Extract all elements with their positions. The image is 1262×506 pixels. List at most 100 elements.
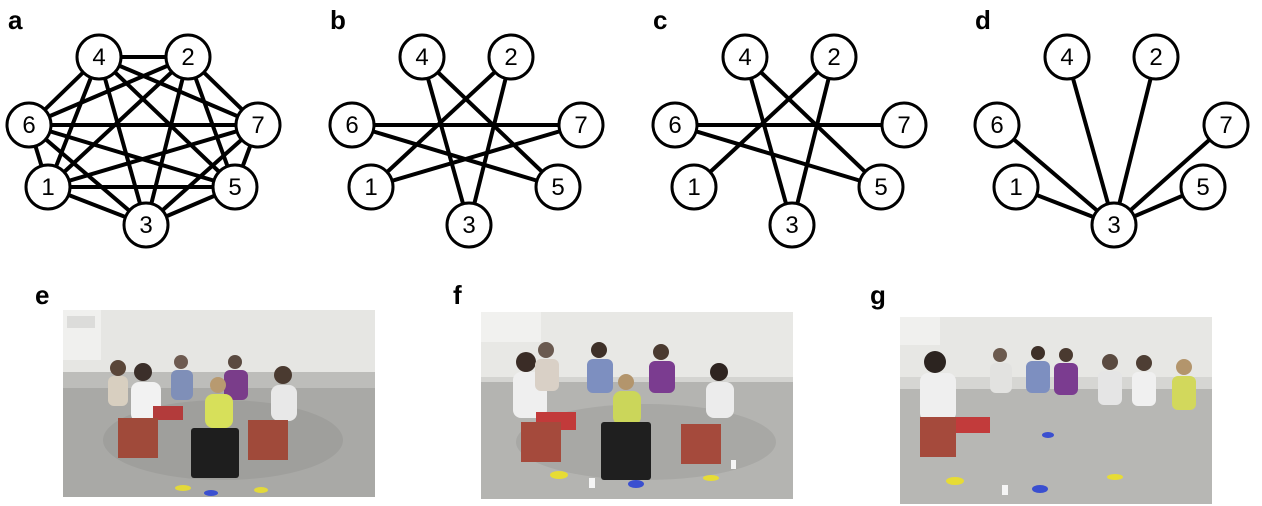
photo-e — [63, 310, 375, 497]
node-label: 4 — [1060, 44, 1073, 71]
node-7: 7 — [234, 101, 282, 149]
node-circle — [234, 101, 282, 149]
edge-1-7 — [370, 123, 582, 189]
node-circle — [992, 163, 1040, 211]
node-label: 1 — [1009, 174, 1022, 201]
node-circle — [1132, 33, 1180, 81]
node-label: 5 — [874, 174, 887, 201]
node-label: 2 — [1149, 44, 1162, 71]
node-circle — [880, 101, 928, 149]
node-2: 2 — [1132, 33, 1180, 81]
panel-label-b: b — [330, 5, 346, 35]
node-label: 6 — [345, 112, 358, 139]
node-3: 3 — [1090, 201, 1138, 249]
node-circle — [670, 163, 718, 211]
node-label: 3 — [785, 212, 798, 239]
node-circle — [721, 33, 769, 81]
photo-f — [481, 312, 793, 499]
edge-6-5 — [674, 123, 882, 189]
node-4: 4 — [398, 33, 446, 81]
node-circle — [5, 101, 53, 149]
node-label: 2 — [504, 44, 517, 71]
node-label: 3 — [462, 212, 475, 239]
node-label: 5 — [1196, 174, 1209, 201]
network-d: 1 2 3 4 5 6 7 — [973, 33, 1250, 249]
node-label: 6 — [22, 112, 35, 139]
node-circle — [398, 33, 446, 81]
node-label: 5 — [228, 174, 241, 201]
edge-4-7 — [98, 55, 259, 127]
node-label: 3 — [139, 212, 152, 239]
panel-label-a: a — [8, 5, 23, 35]
node-label: 5 — [551, 174, 564, 201]
edge-4-5 — [420, 55, 560, 189]
node-circle — [857, 163, 905, 211]
node-7: 7 — [1202, 101, 1250, 149]
node-label: 6 — [990, 112, 1003, 139]
node-4: 4 — [721, 33, 769, 81]
node-4: 4 — [75, 33, 123, 81]
node-7: 7 — [880, 101, 928, 149]
node-1: 1 — [347, 163, 395, 211]
edge-2-3 — [467, 56, 513, 226]
node-circle — [328, 101, 376, 149]
edge-2-1 — [369, 55, 513, 189]
node-label: 1 — [364, 174, 377, 201]
network-b: 1 2 3 4 5 6 7 — [328, 33, 605, 249]
edge-2-1 — [692, 55, 836, 189]
node-4: 4 — [1043, 33, 1091, 81]
edge-3-7 — [1112, 123, 1228, 227]
node-label: 7 — [574, 112, 587, 139]
node-5: 5 — [534, 163, 582, 211]
node-6: 6 — [651, 101, 699, 149]
edge-2-3 — [790, 56, 836, 226]
node-3: 3 — [445, 201, 493, 249]
edge-3-6 — [995, 123, 1116, 227]
node-label: 6 — [668, 112, 681, 139]
node-label: 4 — [92, 44, 105, 71]
node-label: 3 — [1107, 212, 1120, 239]
node-label: 2 — [181, 44, 194, 71]
edge-2-3 — [144, 56, 190, 226]
node-circle — [1090, 201, 1138, 249]
node-5: 5 — [857, 163, 905, 211]
edge-1-7 — [47, 123, 259, 189]
node-circle — [211, 163, 259, 211]
edge-5-6 — [28, 123, 236, 189]
node-label: 2 — [827, 44, 840, 71]
node-circle — [1202, 101, 1250, 149]
node-1: 1 — [670, 163, 718, 211]
panel-label-e: e — [35, 280, 50, 310]
node-label: 4 — [738, 44, 751, 71]
panel-label-c: c — [653, 5, 668, 35]
node-1: 1 — [992, 163, 1040, 211]
node-circle — [973, 101, 1021, 149]
node-label: 1 — [687, 174, 700, 201]
node-3: 3 — [122, 201, 170, 249]
node-2: 2 — [810, 33, 858, 81]
edge-3-4 — [97, 56, 148, 226]
node-3: 3 — [768, 201, 816, 249]
node-6: 6 — [973, 101, 1021, 149]
edge-4-5 — [97, 55, 237, 189]
node-circle — [810, 33, 858, 81]
panel-label-d: d — [975, 5, 991, 35]
node-circle — [75, 33, 123, 81]
node-5: 5 — [1179, 163, 1227, 211]
node-label: 4 — [415, 44, 428, 71]
edge-3-6 — [27, 123, 148, 227]
node-circle — [487, 33, 535, 81]
edge-4-5 — [743, 55, 883, 189]
edge-6-5 — [351, 123, 559, 189]
edge-3-4 — [1065, 56, 1116, 226]
node-circle — [534, 163, 582, 211]
node-circle — [1043, 33, 1091, 81]
panel-label-f: f — [453, 280, 462, 310]
node-6: 6 — [328, 101, 376, 149]
node-label: 7 — [1219, 112, 1232, 139]
node-circle — [24, 163, 72, 211]
edge-4-3 — [743, 56, 794, 226]
node-circle — [445, 201, 493, 249]
